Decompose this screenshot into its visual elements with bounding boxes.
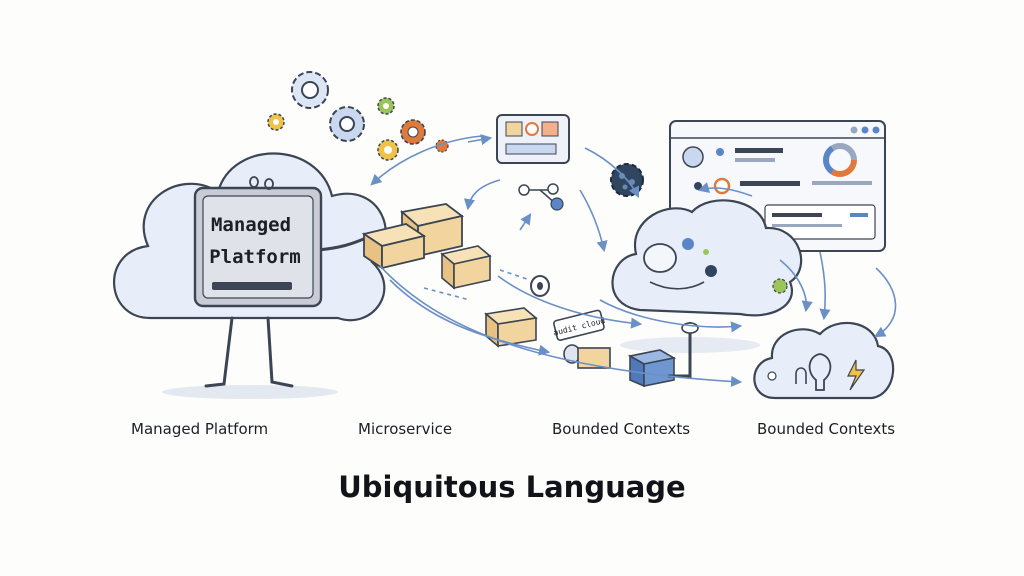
caption-managed-platform: Managed Platform — [131, 420, 269, 438]
network-nodes — [518, 183, 564, 211]
caption-bounded-contexts-1: Bounded Contexts — [552, 420, 691, 438]
flow-arrow — [497, 275, 643, 329]
right-leg — [266, 316, 294, 388]
flow-arrow — [463, 179, 501, 211]
flow-arrow — [819, 251, 831, 321]
gear-icon — [400, 119, 426, 145]
flow-arrow — [467, 134, 493, 146]
flow-arrow — [423, 287, 471, 301]
bounded-context-cloud — [753, 321, 895, 400]
gear-icon — [291, 71, 329, 109]
lightning-icon — [847, 359, 866, 391]
flow-arrow — [579, 189, 608, 253]
blue-package — [627, 349, 677, 388]
donut-chart-icon — [823, 143, 857, 177]
gear-icon — [267, 113, 285, 131]
flow-arrow — [599, 299, 743, 333]
service-box — [361, 223, 427, 270]
flow-arrow — [519, 213, 532, 231]
processing-cloud — [611, 199, 803, 317]
eye — [249, 176, 259, 188]
window-dot-icon — [861, 126, 869, 134]
window-dot-icon — [850, 126, 858, 134]
caption-bounded-contexts-2: Bounded Contexts — [757, 420, 896, 438]
diagram-title: Ubiquitous Language — [338, 470, 686, 504]
spool-icon — [530, 275, 550, 297]
platform-label-line2: Platform — [209, 246, 301, 268]
platform-label-line1: Managed — [211, 214, 291, 236]
managed-platform-character: Managed Platform — [113, 152, 387, 388]
service-box — [484, 307, 538, 348]
flow-arrow — [389, 279, 551, 356]
gear-icon — [772, 278, 788, 294]
flow-arrow — [379, 265, 743, 388]
mini-monitor — [496, 114, 570, 164]
flow-arrow — [499, 269, 531, 281]
flow-arrows — [370, 134, 897, 388]
arm — [316, 236, 368, 252]
service-box — [440, 245, 492, 290]
flow-arrow — [584, 147, 640, 199]
avatar-icon — [682, 146, 704, 168]
lightbulb-icon — [808, 353, 832, 391]
audit-tag: audit cloud — [552, 309, 606, 341]
flow-arrow — [874, 267, 897, 338]
lock-icon — [795, 367, 807, 384]
gear-icon — [377, 97, 395, 115]
gear-icon — [377, 139, 399, 161]
platform-slot — [212, 282, 292, 290]
left-leg — [204, 316, 234, 388]
gears-cluster — [267, 71, 449, 161]
flow-arrow — [370, 135, 483, 186]
gear-icon — [329, 106, 365, 142]
flow-arrow — [779, 259, 813, 313]
eye — [264, 178, 274, 190]
ground-shadow — [162, 385, 338, 399]
caption-microservice: Microservice — [358, 420, 453, 438]
flow-arrow — [697, 182, 753, 197]
window-dot-icon — [872, 126, 880, 134]
platform-screen-inner — [202, 195, 314, 299]
